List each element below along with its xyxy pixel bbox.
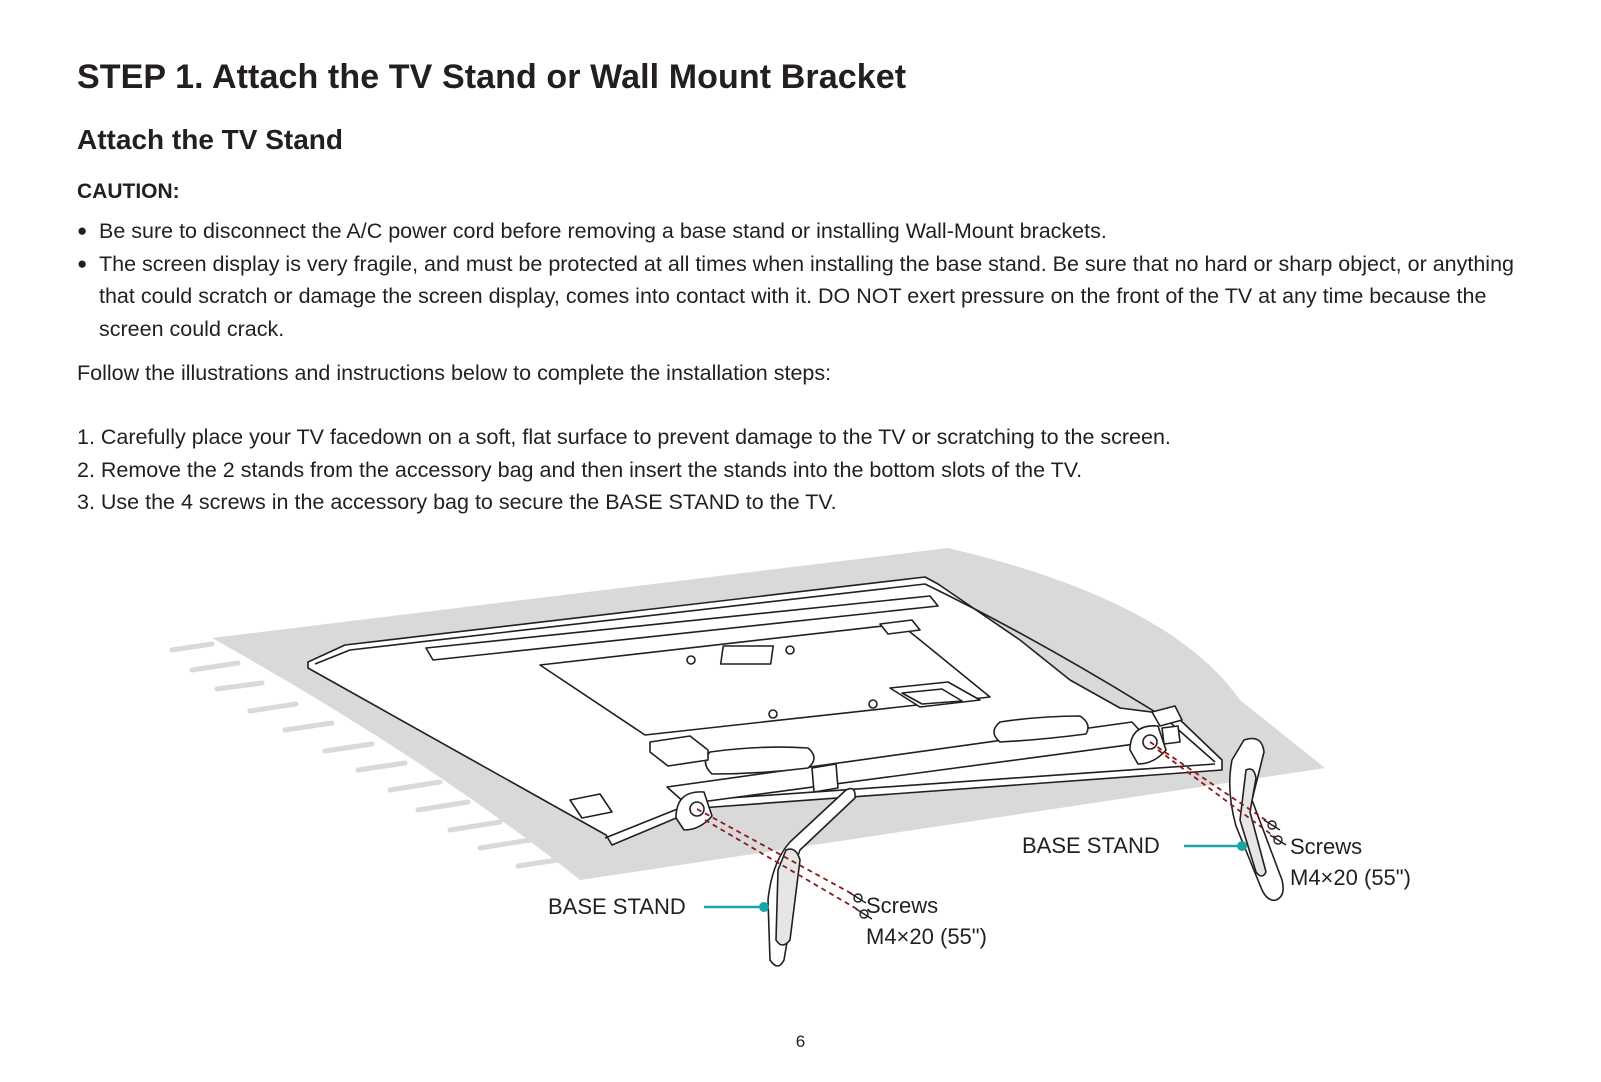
left-screws-label: Screws <box>866 893 939 918</box>
surface-edge-lines <box>169 641 573 869</box>
right-base-stand <box>1228 737 1284 902</box>
caution-list: ● Be sure to disconnect the A/C power cor… <box>77 215 1547 345</box>
right-stand-label: BASE STAND <box>1022 833 1160 858</box>
intro-text: Follow the illustrations and instruction… <box>77 361 832 385</box>
caution-text: Be sure to disconnect the A/C power cord… <box>99 219 1107 243</box>
screw-paths <box>696 741 1277 913</box>
tv-back-panel <box>307 576 1223 846</box>
callout-leaders <box>704 841 1247 912</box>
left-stand-label: BASE STAND <box>548 894 686 919</box>
bullet-icon: ● <box>77 221 88 240</box>
caution-label: CAUTION: <box>77 180 180 203</box>
right-screws-size: M4×20 (55") <box>1290 865 1411 890</box>
caution-item: ● Be sure to disconnect the A/C power cor… <box>77 215 1547 248</box>
page-number: 6 <box>795 1032 806 1051</box>
step-item: 3. Use the 4 screws in the accessory bag… <box>77 490 837 514</box>
page-title: STEP 1. Attach the TV Stand or Wall Moun… <box>77 58 907 96</box>
step-item: 2. Remove the 2 stands from the accessor… <box>77 457 1083 482</box>
caution-item: ● The screen display is very fragile, and… <box>77 248 1547 346</box>
steps-list: 1. Carefully place your TV facedown on a… <box>77 421 1171 519</box>
step-item: 1. Carefully place your TV facedown on a… <box>77 425 1171 449</box>
right-screws-label: Screws <box>1290 834 1363 859</box>
screw-icons <box>849 819 1287 920</box>
section-subtitle: Attach the TV Stand <box>77 124 344 155</box>
bullet-icon: ● <box>77 253 88 273</box>
left-screws-size: M4×20 (55") <box>866 924 987 949</box>
caution-text: The screen display is very fragile, and … <box>99 251 1515 341</box>
